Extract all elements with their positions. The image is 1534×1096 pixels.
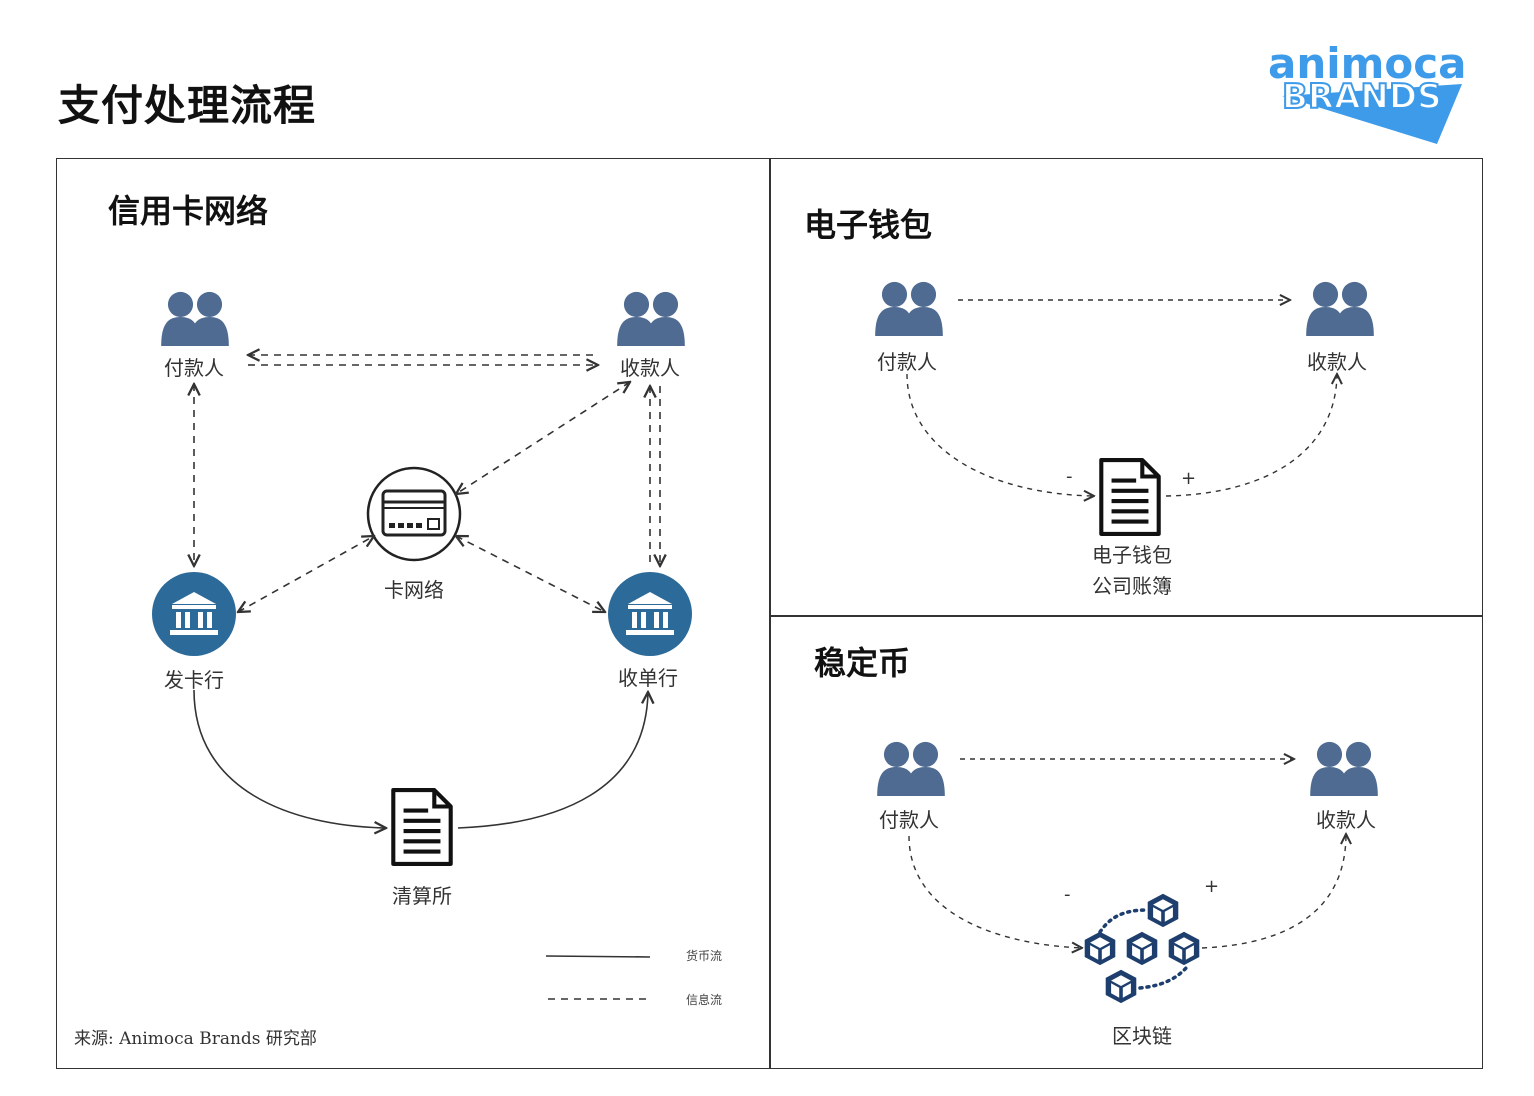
stablecoin-panel bbox=[769, 615, 1483, 1069]
blockchain-icon bbox=[1084, 893, 1200, 1004]
ewallet-ledger-label: 电子钱包 公司账簿 bbox=[1092, 540, 1172, 602]
page-title: 支付处理流程 bbox=[58, 81, 317, 130]
issuer-bank-icon bbox=[152, 572, 236, 656]
clearing-house-label: 清算所 bbox=[392, 884, 452, 908]
payer-label: 付款人 bbox=[164, 356, 224, 380]
ewallet-panel bbox=[769, 158, 1483, 617]
card-network-icon bbox=[366, 466, 462, 562]
stablecoin-payer-label: 付款人 bbox=[879, 808, 939, 832]
svg-text:BRANDS: BRANDS bbox=[1282, 77, 1442, 117]
card-network-label: 卡网络 bbox=[384, 578, 444, 602]
ewallet-ledger-line1: 电子钱包 bbox=[1092, 543, 1172, 567]
source-note: 来源: Animoca Brands 研究部 bbox=[74, 1029, 317, 1049]
animoca-brands-logo: animoca BRANDS bbox=[1268, 39, 1467, 144]
stablecoin-plus: + bbox=[1204, 876, 1220, 897]
acquirer-label: 收单行 bbox=[618, 666, 678, 690]
legend-info-label: 信息流 bbox=[686, 993, 723, 1007]
svg-text:animoca: animoca bbox=[1268, 39, 1467, 88]
legend-money-line bbox=[545, 955, 651, 958]
ewallet-payee-icon bbox=[1306, 281, 1374, 336]
payer-icon bbox=[161, 291, 229, 346]
ewallet-minus: - bbox=[1066, 466, 1073, 487]
ewallet-ledger-icon bbox=[1101, 460, 1158, 534]
credit-card-panel bbox=[56, 158, 771, 1069]
legend-money-label: 货币流 bbox=[686, 949, 723, 963]
ewallet-title: 电子钱包 bbox=[804, 206, 933, 244]
ewallet-payee-label: 收款人 bbox=[1307, 350, 1367, 374]
ewallet-plus: + bbox=[1181, 468, 1197, 489]
issuer-label: 发卡行 bbox=[164, 668, 224, 692]
stablecoin-payee-label: 收款人 bbox=[1316, 808, 1376, 832]
credit-card-title: 信用卡网络 bbox=[108, 192, 269, 230]
payee-icon bbox=[617, 291, 685, 346]
ewallet-payer-icon bbox=[875, 281, 943, 336]
ewallet-ledger-line2: 公司账簿 bbox=[1092, 574, 1172, 598]
payee-label: 收款人 bbox=[620, 356, 680, 380]
stablecoin-minus: - bbox=[1064, 884, 1071, 905]
stablecoin-payer-icon bbox=[877, 741, 945, 796]
stablecoin-payee-icon bbox=[1310, 741, 1378, 796]
acquirer-bank-icon bbox=[608, 572, 692, 656]
blockchain-label: 区块链 bbox=[1112, 1024, 1172, 1048]
stablecoin-title: 稳定币 bbox=[814, 644, 911, 682]
clearing-document-icon bbox=[393, 790, 450, 864]
ewallet-payer-label: 付款人 bbox=[877, 350, 937, 374]
